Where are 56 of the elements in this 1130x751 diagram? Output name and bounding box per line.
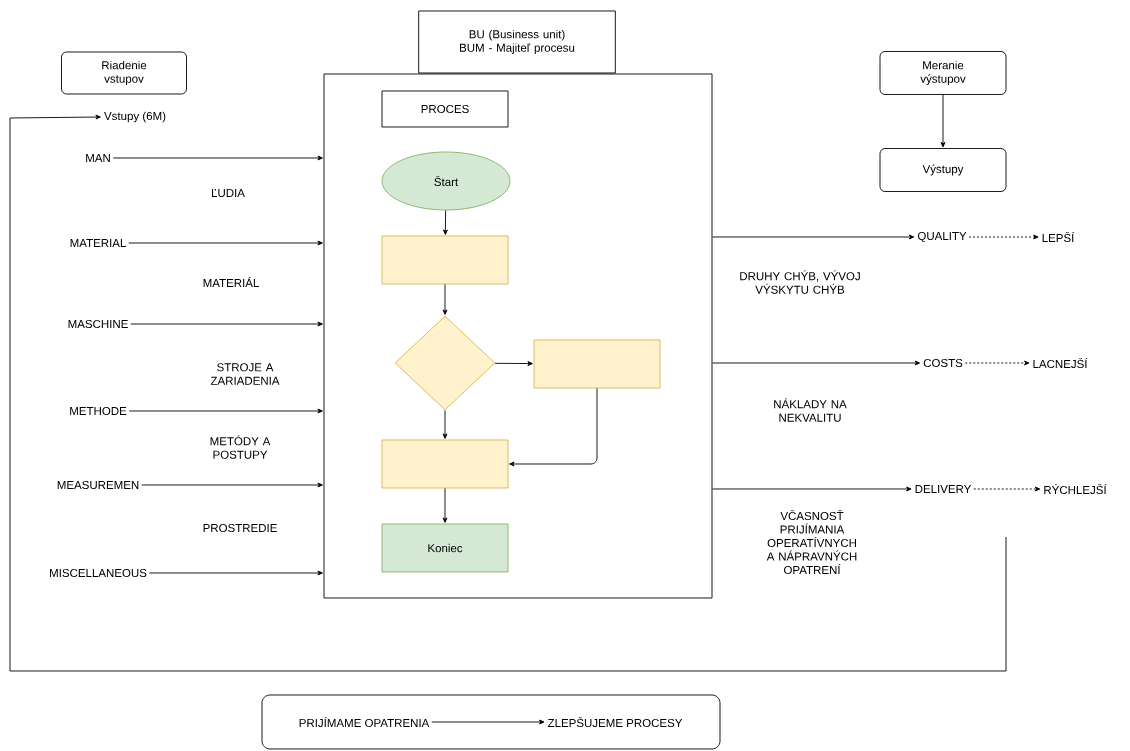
arrow [9,114,1007,672]
output-label: COSTS [923,358,963,368]
result-label: LEPŠÍ [1042,231,1075,243]
heading-box: PROCES [381,90,509,128]
arrow [130,321,323,327]
end-box: Koniec [381,523,509,573]
arrow [431,719,545,725]
process-box [381,235,509,285]
output-label: DELIVERY [915,485,972,493]
arrow [964,360,1030,366]
result-label: RÝCHLEJŠÍ [1044,483,1107,495]
arrow [494,361,533,366]
output-box: Výstupy [879,148,1007,192]
note-label: PROSTREDIE [203,523,277,533]
arrow [141,482,323,488]
arrow [712,360,921,366]
arrow [940,94,946,148]
note-label: MATERIÁL [203,277,259,287]
input-label: METHODE [70,406,127,416]
arrow [712,234,915,240]
input-label: MISCELLANEOUS [50,568,147,578]
summary-text: ZLEPŠUJEME PROCESY [547,716,683,728]
arrow [968,234,1039,240]
summary-text: PRIJÍMAME OPATRENIA [299,716,430,728]
arrow [128,408,323,414]
note-label: STROJE A ZARIADENIA [210,363,280,385]
input-label: MEASUREMEN [57,480,139,490]
arrow [973,486,1041,492]
process-box [533,339,661,389]
arrow [112,155,323,161]
arrow [509,388,598,467]
arrow [442,284,448,315]
arrow [443,210,448,235]
input-label: MAN [86,154,110,162]
arrow [442,410,448,439]
owner-box: BU (Business unit) BUM - Majiteľ procesu [418,10,616,74]
input-label: MASCHINE [68,319,128,329]
process-box [381,439,509,489]
input-label: MATERIAL [70,239,126,247]
heading-box: Riadenie vstupov [61,51,187,95]
note-label: DRUHY CHÝB, VÝVOJ VÝSKYTU CHÝB [740,270,860,294]
output-label: QUALITY [917,231,967,243]
arrow [128,240,323,246]
result-label: LACNEJŠÍ [1033,357,1088,369]
note-label: METÓDY A POSTUPY [210,435,271,459]
arrow [148,570,323,576]
input-label: Vstupy (6M) [104,111,166,123]
summary-box [261,694,721,750]
note-label: NÁKLADY NA NEKVALITU [774,398,847,422]
decision-diamond [394,315,496,411]
note-label: ĽUDIA [212,189,245,197]
process-frame [323,73,713,599]
note-label: VČASNOSŤ PRIJÍMANIA OPERATÍVNYCH A NÁPRAVNÝCH OPATRENÍ [766,509,857,575]
arrow [712,486,912,492]
heading-box: Meranie výstupov [879,51,1007,95]
arrow [442,488,448,523]
